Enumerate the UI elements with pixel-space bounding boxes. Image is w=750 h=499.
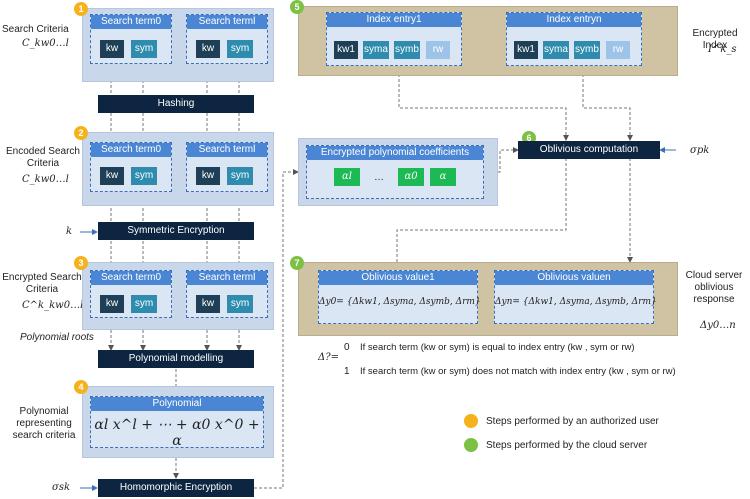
polynomial-box: Polynomial αl x^l + ⋯ + α0 x^0 + α — [90, 396, 264, 449]
hashing-bar: Hashing — [98, 95, 254, 113]
encrypted-index-symbol: I^k_s — [708, 44, 737, 55]
polynomial-representing-label: Polynomial representing search criteria — [12, 406, 76, 441]
step-2-badge: 2 — [74, 126, 88, 140]
coefficient-alpha-l: αl — [334, 168, 360, 186]
step-3-badge: 3 — [74, 256, 88, 270]
encrypted-index-label: Encrypted Index — [692, 28, 738, 51]
rw-chip: rw — [606, 41, 630, 59]
oblivious-computation-bar: Oblivious computation — [518, 141, 660, 159]
kw-chip: kw — [196, 40, 220, 58]
coefficient-ellipsis: … — [374, 172, 384, 183]
search-term-l-header: Search terml — [187, 271, 267, 285]
sym-chip: sym — [227, 40, 253, 58]
kw-chip: kw — [196, 167, 220, 185]
encrypted-criteria-label: Encrypted Search Criteria — [2, 272, 82, 295]
polynomial-roots-label: Polynomial roots — [20, 332, 94, 343]
homomorphic-encryption-bar: Homomorphic Encryption — [98, 479, 254, 497]
delta-zero-text: If search term (kw or sym) is equal to i… — [360, 342, 635, 353]
search-term-l-header: Search terml — [187, 15, 267, 29]
sym-chip: sym — [131, 167, 157, 185]
sym-chip: sym — [131, 295, 157, 313]
cloud-response-label: Cloud server oblivious response — [685, 270, 743, 305]
cloud-steps-label: Steps performed by the cloud server — [486, 440, 648, 451]
index-entry-n-header: Index entryn — [507, 13, 641, 27]
kw1-chip: kw1 — [514, 41, 538, 59]
kw-chip: kw — [100, 40, 124, 58]
search-criteria-symbol: C_kw0…l — [22, 38, 69, 49]
kw-chip: kw — [100, 167, 124, 185]
polynomial-modelling-bar: Polynomial modelling — [98, 350, 254, 368]
search-term-l-header: Search terml — [187, 143, 267, 157]
delta-one: 1 — [344, 366, 350, 377]
symb-chip: symb — [394, 41, 420, 59]
sym-chip: sym — [227, 167, 253, 185]
syma-chip: syma — [543, 41, 569, 59]
symb-chip: symb — [574, 41, 600, 59]
oblivious-value-1-formula: Δy0= {Δkw1, Δsyma, Δsymb, Δrm} — [319, 297, 481, 307]
delta-one-text: If search term (kw or sym) does not matc… — [360, 366, 676, 377]
delta-zero: 0 — [344, 342, 350, 353]
coefficients-header: Encrypted polynomial coefficients — [307, 146, 483, 160]
cloud-steps-dot — [464, 438, 478, 452]
user-steps-dot — [464, 414, 478, 428]
search-term-0-header: Search term0 — [91, 143, 171, 157]
syma-chip: syma — [363, 41, 389, 59]
sym-chip: sym — [131, 40, 157, 58]
sigma-pk-symbol: σpk — [690, 145, 710, 156]
delta-symbol: Δ?= — [318, 352, 339, 363]
encoded-criteria-label: Encoded Search Criteria — [6, 146, 80, 169]
search-term-0-header: Search term0 — [91, 15, 171, 29]
polynomial-header: Polynomial — [91, 397, 263, 411]
k-symbol: k — [66, 226, 73, 237]
oblivious-value-1-box: Oblivious value1 Δy0= {Δkw1, Δsyma, Δsym… — [318, 270, 481, 324]
encrypted-criteria-symbol: C^k_kw0…l — [22, 300, 84, 311]
search-criteria-label: Search Criteria — [2, 24, 69, 35]
oblivious-value-n-box: Oblivious valuen Δyn= {Δkw1, Δsyma, Δsym… — [494, 270, 657, 324]
oblivious-value-n-header: Oblivious valuen — [495, 271, 653, 285]
step-4-badge: 4 — [74, 380, 88, 394]
encoded-criteria-symbol: C_kw0…l — [22, 174, 69, 185]
kw-chip: kw — [196, 295, 220, 313]
step-7-badge: 7 — [290, 256, 304, 270]
step-1-badge: 1 — [74, 2, 88, 16]
coefficients-box: Encrypted polynomial coefficients — [306, 145, 484, 199]
cloud-response-symbol: Δy0…n — [700, 320, 736, 331]
oblivious-value-n-formula: Δyn= {Δkw1, Δsyma, Δsymb, Δrm} — [495, 297, 657, 307]
user-steps-label: Steps performed by an authorized user — [486, 416, 659, 427]
polynomial-formula: αl x^l + ⋯ + α0 x^0 + α — [94, 417, 260, 449]
sigma-sk-symbol: σsk — [52, 482, 71, 493]
search-term-0-header: Search term0 — [91, 271, 171, 285]
rw-chip: rw — [426, 41, 450, 59]
sym-chip: sym — [227, 295, 253, 313]
coefficient-alpha: α — [430, 168, 456, 186]
symmetric-encryption-bar: Symmetric Encryption — [98, 222, 254, 240]
coefficient-alpha-0: α0 — [398, 168, 424, 186]
step-5-badge: 5 — [290, 0, 304, 14]
kw1-chip: kw1 — [334, 41, 358, 59]
oblivious-value-1-header: Oblivious value1 — [319, 271, 477, 285]
kw-chip: kw — [100, 295, 124, 313]
index-entry-1-header: Index entry1 — [327, 13, 461, 27]
